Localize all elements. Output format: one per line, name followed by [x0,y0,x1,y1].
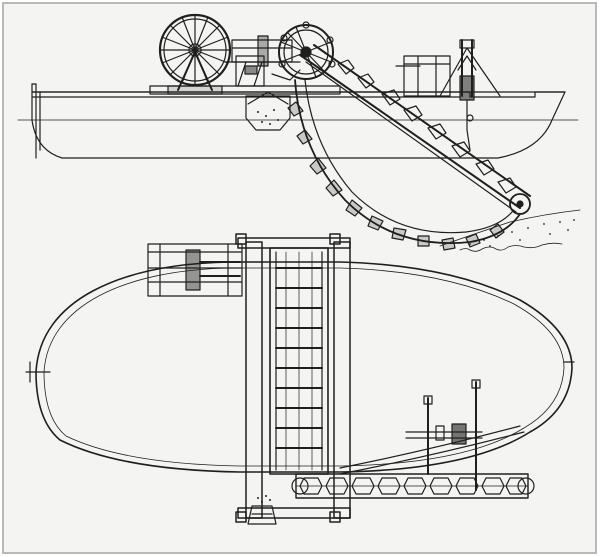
ladder-frame [299,44,531,215]
spoil-chute [245,91,291,131]
plan-machinery [147,243,243,297]
engine-machinery [224,35,301,87]
forward-gallows [395,39,501,151]
river-bed [439,209,581,252]
plan-winch-frame [339,379,525,491]
flywheel [158,13,232,95]
central-grating [269,247,329,475]
upper-buckets [337,59,517,194]
bucket-gear-wheel [278,21,336,80]
plan-hopper [247,495,277,525]
stern-post [31,83,37,159]
side-elevation [17,13,581,252]
plan-bucket-chain [291,473,535,499]
plan-view [25,233,575,525]
hull-outline [31,83,566,159]
